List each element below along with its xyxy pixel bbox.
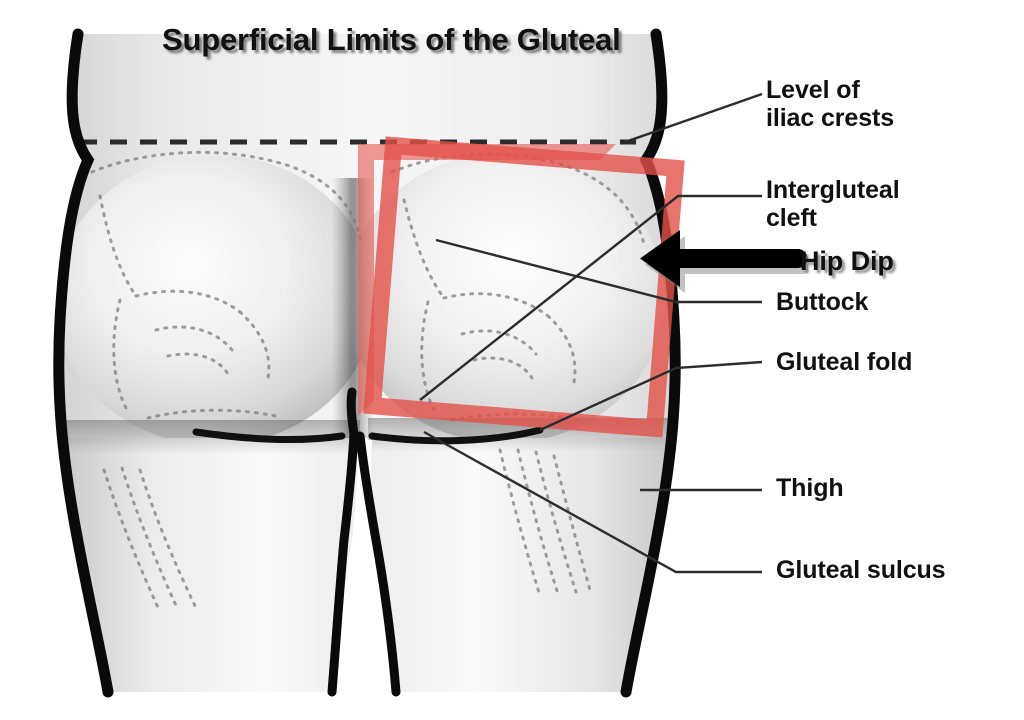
- label-level-of-iliac-crests: Level of iliac crests: [766, 76, 895, 132]
- gluteal-fold-left-line: [192, 428, 346, 443]
- body-fill: [58, 34, 676, 692]
- page-title: Superficial Limits of the Gluteal: [162, 22, 621, 57]
- body-outline-left: [53, 28, 114, 698]
- label-intergluteal-cleft: Intergluteal cleft: [766, 176, 900, 232]
- label-thigh: Thigh: [776, 474, 844, 502]
- left-arrow-icon: [640, 230, 808, 293]
- label-buttock: Buttock: [776, 288, 869, 316]
- intergluteal-cleft-line: [346, 387, 359, 439]
- label-hip-dip: Hip Dip: [800, 246, 894, 276]
- label-gluteal-fold: Gluteal fold: [776, 348, 913, 376]
- inner-thigh-outline-right: [355, 431, 401, 697]
- label-gluteal-sulcus: Gluteal sulcus: [776, 556, 946, 584]
- inner-thigh-outline-left: [327, 429, 359, 697]
